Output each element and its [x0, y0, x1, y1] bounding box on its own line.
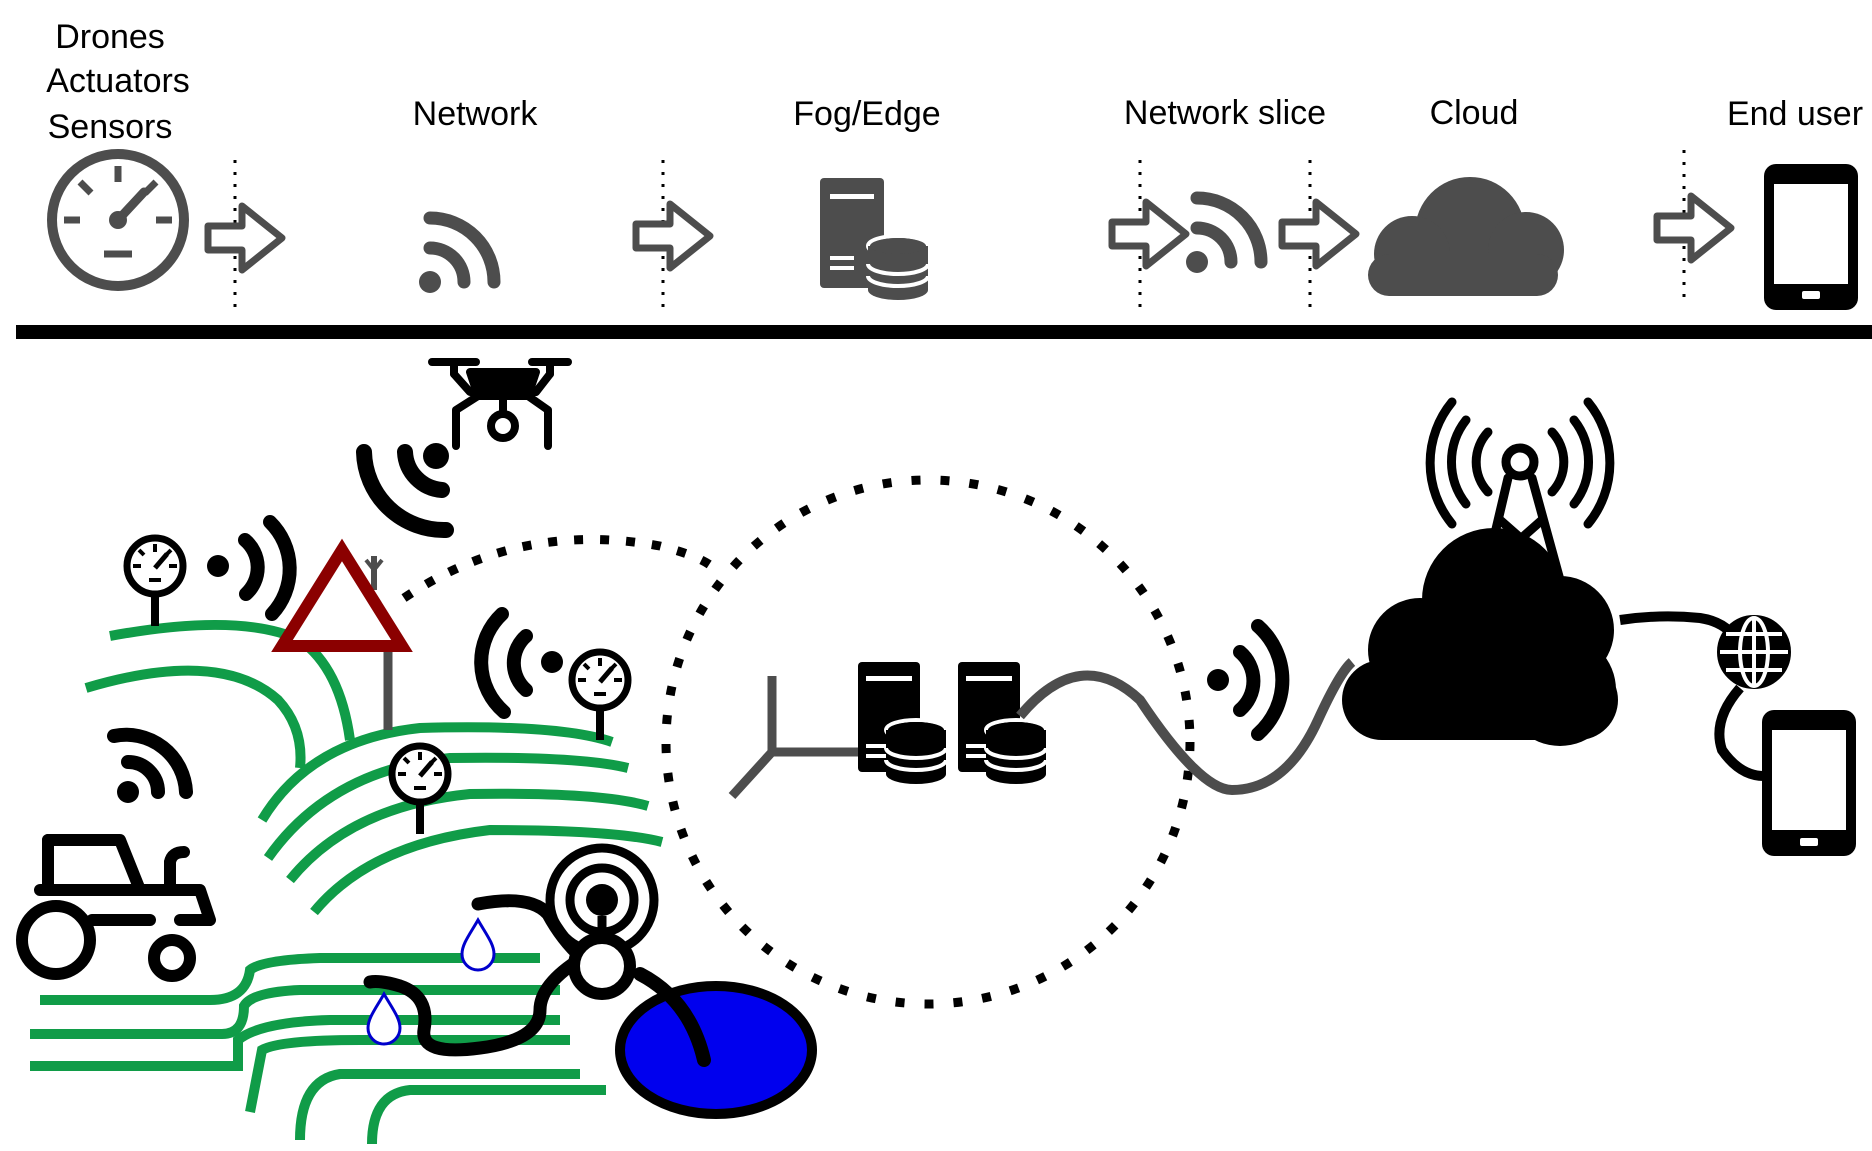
label-end-user: End user: [1726, 95, 1864, 133]
drone-icon: [428, 358, 572, 450]
wireless-link: [401, 535, 717, 602]
label-actuators: Actuators: [46, 62, 190, 100]
gauge-icon: [392, 746, 448, 834]
user-link: [1714, 684, 1765, 781]
wifi-icon: [419, 218, 494, 293]
sprinkler-icon: [545, 843, 711, 1067]
wifi-icon: [207, 515, 297, 621]
backhaul-link: [1016, 658, 1356, 796]
gauge-icon: [127, 538, 183, 626]
internet-link: [1619, 611, 1741, 643]
label-sensors: Sensors: [47, 108, 173, 146]
label-network: Network: [412, 95, 538, 133]
label-cloud: Cloud: [1429, 94, 1519, 132]
arrow-right-icon: [636, 204, 710, 268]
globe-icon: [1717, 615, 1791, 689]
wifi-icon: [1186, 198, 1261, 273]
arrow-right-icon: [1657, 196, 1731, 260]
stage-separators: [233, 150, 1686, 316]
fog-input-link: [728, 676, 860, 800]
server-database-icon: [856, 660, 948, 786]
server-database-icon: [820, 178, 930, 300]
water-drop-icon: [460, 918, 496, 972]
cloud-icon: [1342, 528, 1618, 746]
wifi-icon: [356, 443, 454, 539]
label-drones: Drones: [55, 18, 165, 56]
arrow-right-icon: [1282, 202, 1356, 266]
fog-edge-region: [661, 475, 1195, 1009]
arrow-right-icon: [208, 206, 282, 270]
cloud-icon: [1368, 177, 1564, 296]
label-network-slice: Network slice: [1123, 94, 1327, 132]
wifi-icon: [107, 727, 193, 803]
cell-tower-icon: [1425, 397, 1615, 585]
arrow-right-icon: [1112, 202, 1186, 266]
wifi-icon: [474, 607, 563, 719]
tractor-icon: [16, 834, 216, 982]
wifi-icon: [1207, 619, 1290, 741]
gauge-icon: [572, 652, 628, 740]
label-fog-edge: Fog/Edge: [793, 95, 941, 133]
warning-triangle-icon: [271, 538, 413, 730]
pond-icon: [615, 981, 817, 1119]
gauge-icon: [47, 149, 189, 291]
server-database-icon: [956, 660, 1048, 786]
smartphone-icon: [1764, 164, 1858, 310]
water-drop-icon: [366, 992, 402, 1046]
smartphone-icon: [1762, 710, 1856, 856]
